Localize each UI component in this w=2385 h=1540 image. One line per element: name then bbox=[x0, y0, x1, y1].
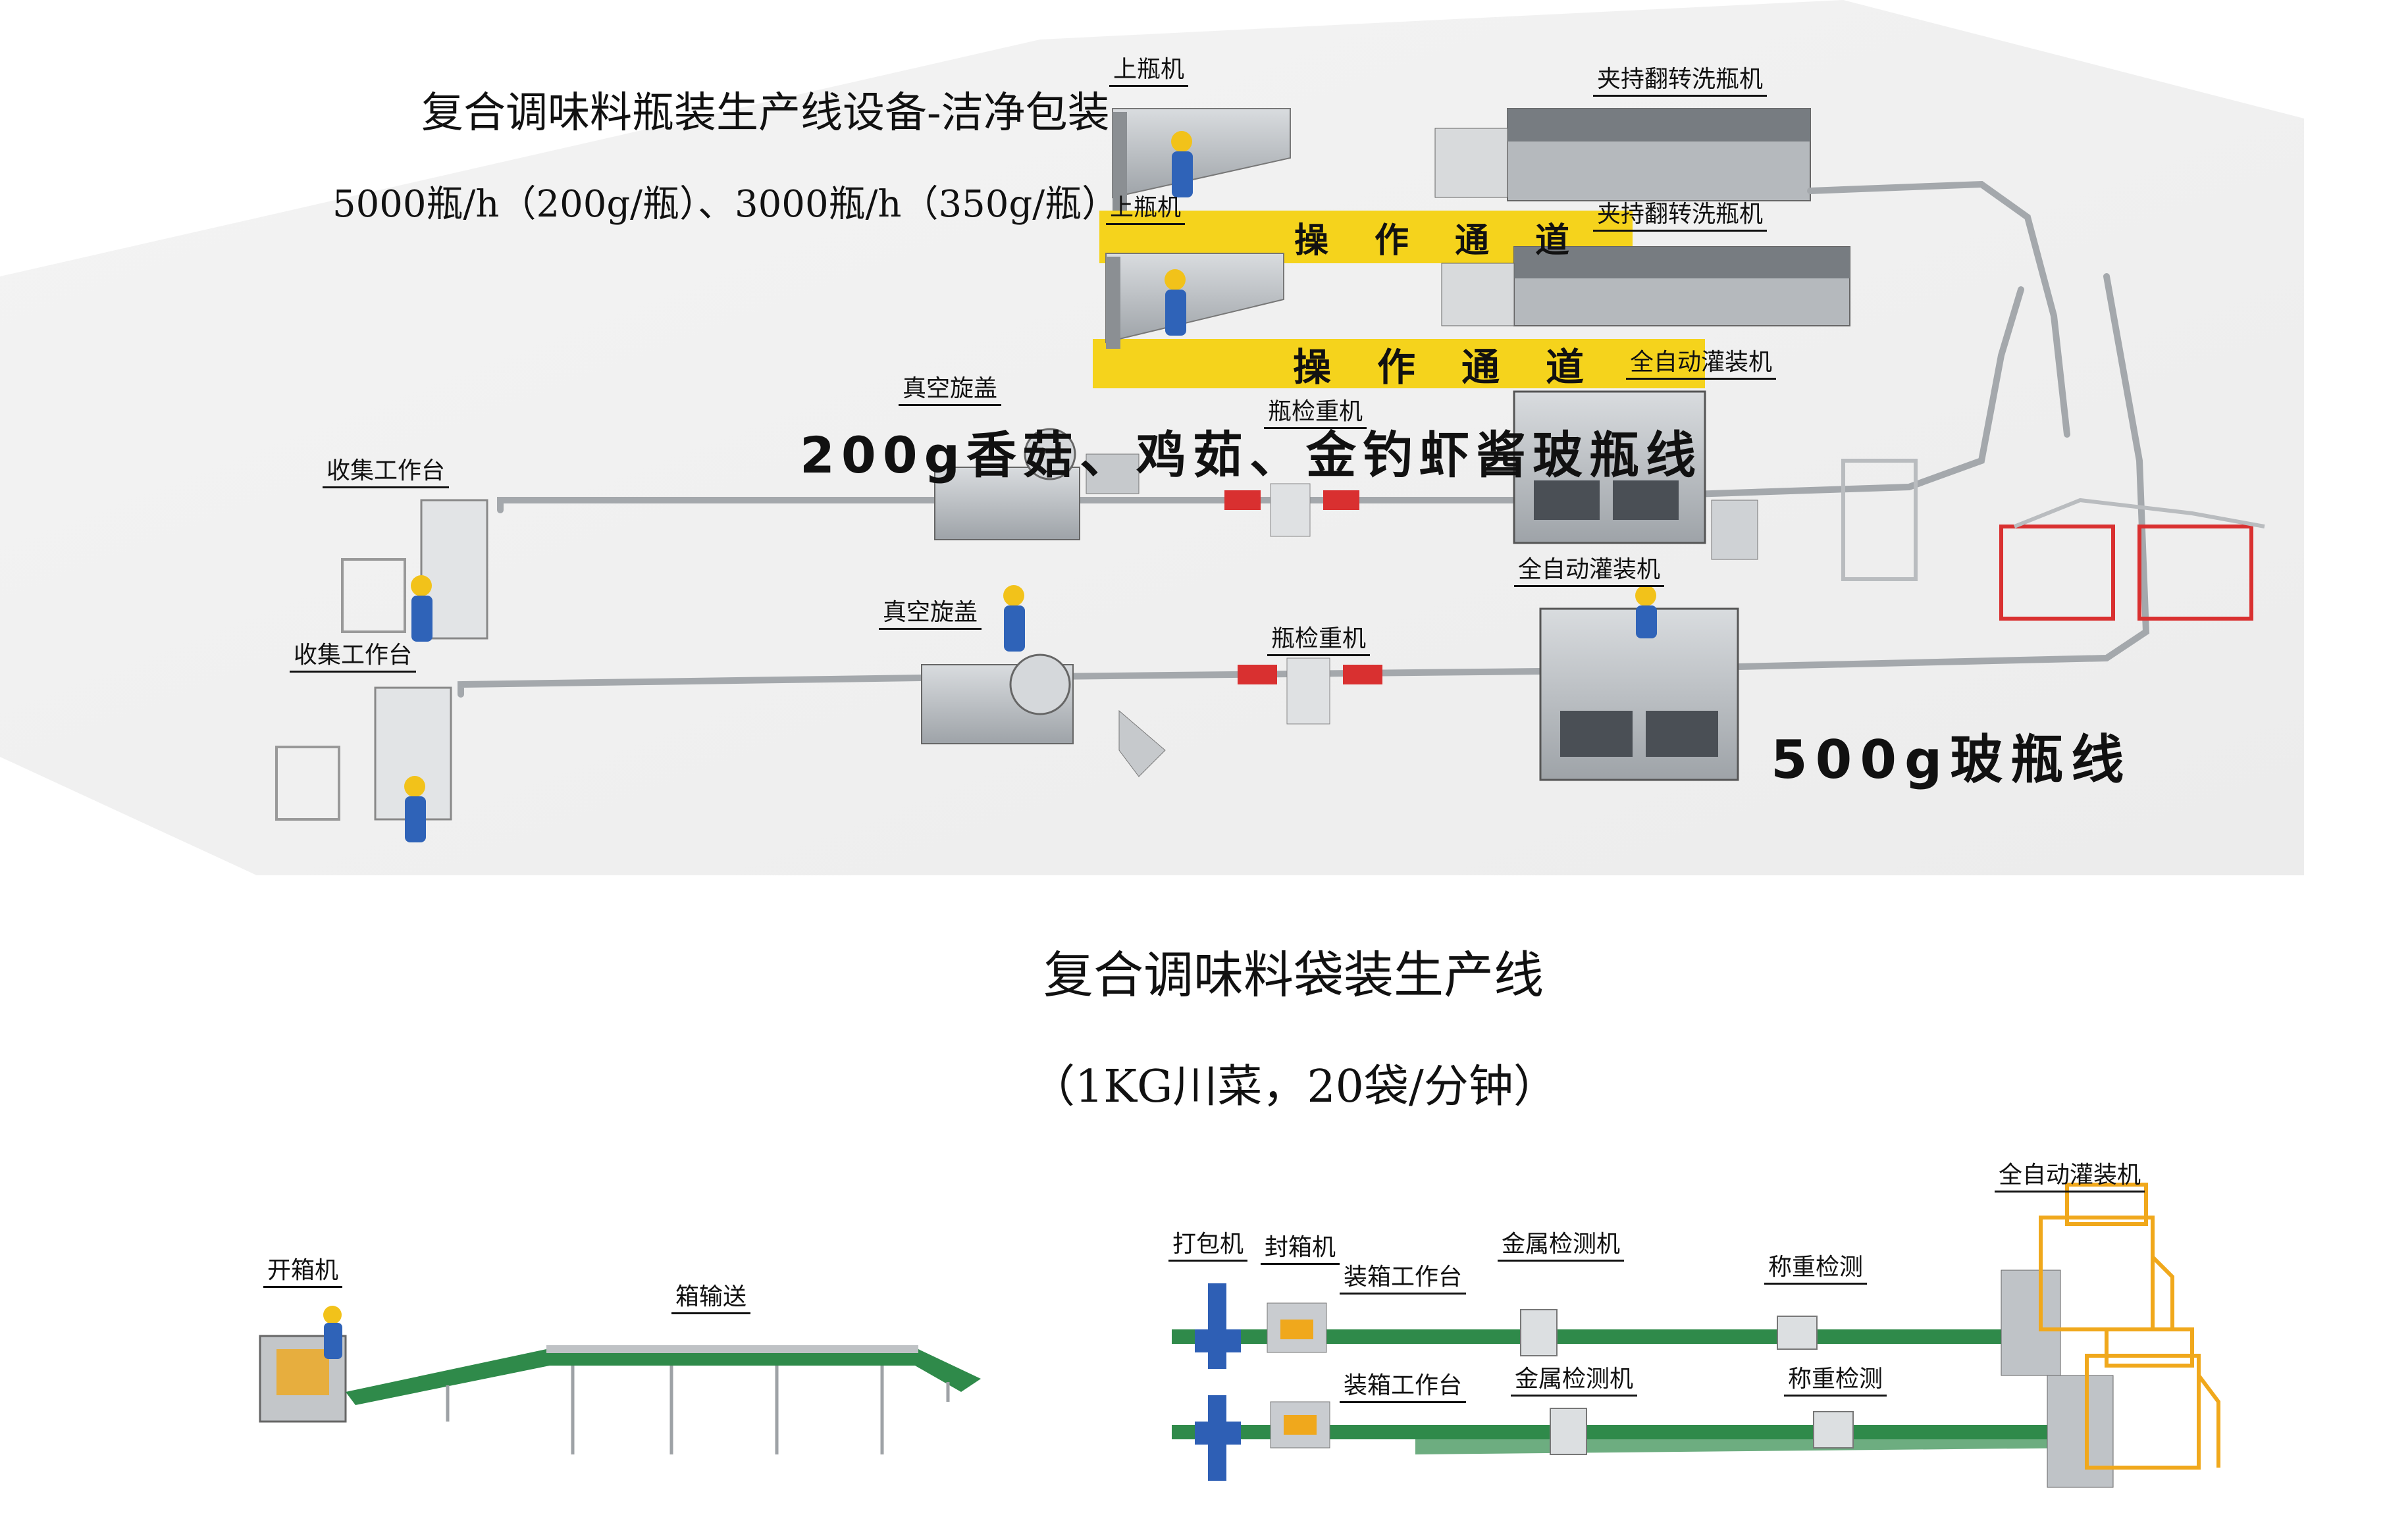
callout-weigh-check-1: 称重检测 bbox=[1764, 1254, 1868, 1285]
checkweigher-500g-machine bbox=[1238, 657, 1382, 725]
metal-detector-machine-1 bbox=[1520, 1309, 1558, 1356]
walkway-band-upper bbox=[1099, 211, 1633, 263]
worker-figure-4 bbox=[404, 776, 426, 842]
callout-packing-table-2: 装箱工作台 bbox=[1340, 1372, 1467, 1403]
callout-bag-filler: 全自动灌装机 bbox=[1995, 1162, 2145, 1193]
filler-200g-machine bbox=[1513, 390, 1758, 560]
bag-line-capacity: （1KG川菜，20袋/分钟） bbox=[1030, 1061, 1558, 1113]
bottle-line-capacity: 5000瓶/h（200g/瓶）、3000瓶/h（350g/瓶） bbox=[332, 183, 1119, 226]
bag-filler-machine-2 bbox=[2047, 1327, 2220, 1488]
callout-washer-1: 夹持翻转洗瓶机 bbox=[1593, 66, 1768, 97]
washer-1-machine bbox=[1434, 108, 1811, 201]
callout-metal-detector-1: 金属检测机 bbox=[1498, 1231, 1625, 1262]
callout-box-conveyor: 箱输送 bbox=[671, 1283, 751, 1314]
bottle-loader-2-machine bbox=[1105, 253, 1284, 349]
callout-filler-500g: 全自动灌装机 bbox=[1514, 556, 1665, 587]
walkway-band-lower bbox=[1093, 339, 1705, 388]
worker-figure-2 bbox=[1165, 269, 1186, 336]
callout-checkweigher-500g: 瓶检重机 bbox=[1267, 625, 1371, 656]
callout-weigh-check-2: 称重检测 bbox=[1784, 1366, 1887, 1397]
bottle-rack-platform bbox=[1841, 459, 2265, 621]
conveyor-200g-line bbox=[497, 180, 2070, 513]
case-sealer-machine-1 bbox=[1267, 1302, 1327, 1353]
vacuum-capper-200g-machine bbox=[934, 428, 1140, 540]
worker-figure-6 bbox=[1635, 585, 1657, 638]
metal-detector-machine-2 bbox=[1550, 1408, 1587, 1455]
bag-filler-machine-1 bbox=[2001, 1183, 2174, 1376]
worker-figure-3 bbox=[411, 575, 432, 642]
walkway-text-upper: 操作通道 bbox=[1294, 220, 1615, 261]
bottle-line-illustration bbox=[0, 0, 2304, 875]
worker-figure-5 bbox=[1003, 585, 1025, 652]
collection-station-1-machine bbox=[341, 499, 488, 640]
callout-strapper: 打包机 bbox=[1168, 1231, 1248, 1262]
callout-filler-200g: 全自动灌装机 bbox=[1626, 349, 1777, 380]
callout-carton-erector: 开箱机 bbox=[263, 1257, 343, 1288]
callout-checkweigher-200g: 瓶检重机 bbox=[1264, 398, 1367, 429]
callout-collector-1: 收集工作台 bbox=[323, 457, 450, 488]
vacuum-capper-500g-machine bbox=[921, 654, 1166, 777]
worker-figure-1 bbox=[1171, 131, 1193, 197]
line-label-500g: 500g玻瓶线 bbox=[1771, 729, 2132, 790]
strapper-machine-2 bbox=[1195, 1395, 1241, 1481]
worker-figures bbox=[404, 131, 1657, 842]
callout-capper-500g: 真空旋盖 bbox=[879, 599, 982, 630]
bottle-loader-1-machine bbox=[1112, 108, 1291, 211]
callout-case-sealer: 封箱机 bbox=[1261, 1234, 1340, 1265]
callout-packing-table-1: 装箱工作台 bbox=[1340, 1264, 1467, 1295]
bag-line-title: 复合调味料袋装生产线 bbox=[1043, 946, 1544, 1004]
callout-metal-detector-2: 金属检测机 bbox=[1511, 1366, 1638, 1397]
checkweigher-200g-machine bbox=[1224, 483, 1359, 537]
callout-capper-200g: 真空旋盖 bbox=[899, 375, 1002, 406]
carton-erector-machine bbox=[259, 1306, 347, 1423]
callout-washer-2: 夹持翻转洗瓶机 bbox=[1593, 201, 1768, 232]
case-sealer-machine-2 bbox=[1270, 1401, 1330, 1449]
callout-bottle-loader-1: 上瓶机 bbox=[1109, 56, 1189, 87]
bag-line-illustration bbox=[259, 1183, 2220, 1488]
strapper-machine-1 bbox=[1195, 1283, 1241, 1369]
box-conveyor-track bbox=[346, 1345, 981, 1454]
washer-2-machine bbox=[1441, 246, 1850, 326]
weigh-check-machine-2 bbox=[1813, 1411, 1854, 1449]
callout-collector-2: 收集工作台 bbox=[290, 642, 417, 673]
weigh-check-machine-1 bbox=[1777, 1316, 1818, 1350]
callout-bottle-loader-2: 上瓶机 bbox=[1106, 194, 1186, 225]
bottle-line-title: 复合调味料瓶装生产线设备-洁净包装 bbox=[421, 89, 1110, 138]
line-label-200g: 200g香菇、鸡茹、金钓虾酱玻瓶线 bbox=[800, 426, 1703, 484]
conveyor-500g-line bbox=[458, 273, 2150, 698]
walkway-text-lower: 操作通道 bbox=[1292, 345, 1630, 390]
